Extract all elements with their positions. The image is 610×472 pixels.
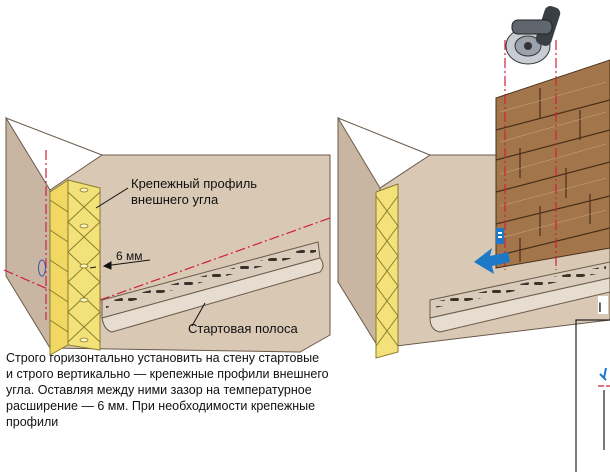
caption-line: и строго вертикально — крепежные профили… xyxy=(6,367,329,381)
corner-profile-label-line2: внешнего угла xyxy=(131,192,219,207)
starter-strip-leader xyxy=(191,302,206,327)
corner-profile-label-line1: Крепежный профиль xyxy=(131,176,258,191)
horizontal-guide-line xyxy=(99,217,331,301)
caption-line: угла. Оставляя между ними зазор на темпе… xyxy=(6,383,312,397)
right-starter-strip xyxy=(429,261,610,333)
right-corner-scene: I xyxy=(337,6,610,472)
left-side-wall xyxy=(5,116,51,350)
corner-profile xyxy=(49,179,101,356)
gap-label: 6 мм xyxy=(116,249,143,263)
siding-panels xyxy=(495,59,610,269)
detail-inset: I xyxy=(575,296,610,472)
right-side-wall xyxy=(337,116,381,352)
svg-text:I: I xyxy=(598,299,602,315)
instruction-caption: Строго горизонтально установить на стену… xyxy=(6,350,376,430)
caption-line: Строго горизонтально установить на стену… xyxy=(6,351,320,365)
starter-strip-label: Стартовая полоса xyxy=(188,321,298,336)
caption-line: профили xyxy=(6,415,59,429)
caption-line: расширение — 6 мм. При необходимости кре… xyxy=(6,399,316,413)
left-corner-scene xyxy=(3,116,331,356)
corner-profile-leader xyxy=(95,187,129,209)
arrow-left-icon xyxy=(474,228,510,274)
gap-dimension xyxy=(89,259,151,270)
starter-strip xyxy=(101,241,324,333)
right-corner-profile xyxy=(375,183,399,359)
angle-grinder-icon xyxy=(505,6,561,65)
